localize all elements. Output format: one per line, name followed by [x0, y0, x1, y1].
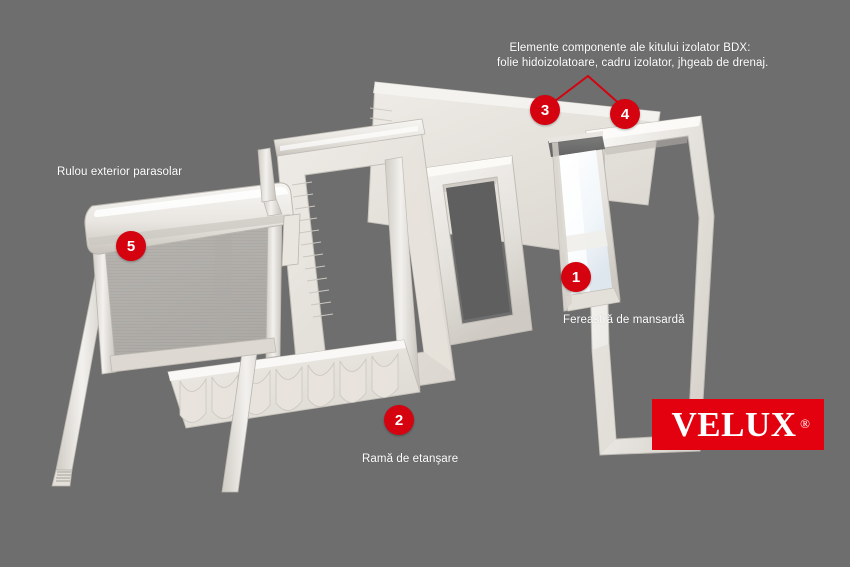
label-bdx-kit: Elemente componente ale kitului izolator… [497, 41, 768, 71]
label-roof-window: Fereastră de mansardă [563, 314, 685, 326]
callout-badge-2[interactable]: 2 [384, 405, 414, 435]
callout-badge-3[interactable]: 3 [530, 95, 560, 125]
callout-badge-1[interactable]: 1 [561, 262, 591, 292]
velux-wordmark: VELUX [671, 405, 797, 444]
callout-leader-lines [550, 74, 623, 107]
label-bdx-line1: Elemente componente ale kitului izolator… [509, 42, 751, 54]
callout-badge-4[interactable]: 4 [610, 99, 640, 129]
velux-logo: VELUX ® [652, 399, 824, 450]
label-flashing-frame: Ramă de etanşare [362, 453, 459, 465]
illustration-flashing-frame [167, 118, 456, 429]
registered-trademark-icon: ® [800, 416, 810, 431]
illustration-roof-window [548, 131, 621, 312]
callout-badge-5[interactable]: 5 [116, 231, 146, 261]
illustration-pleated-apron [167, 339, 421, 429]
label-bdx-line2: folie hidoizolatoare, cadru izolator, jh… [497, 57, 769, 69]
label-awning-blind: Rulou exterior parasolar [57, 166, 183, 178]
illustration-awning-blind [51, 147, 301, 493]
illustration-inner-lining-frame [424, 155, 533, 346]
